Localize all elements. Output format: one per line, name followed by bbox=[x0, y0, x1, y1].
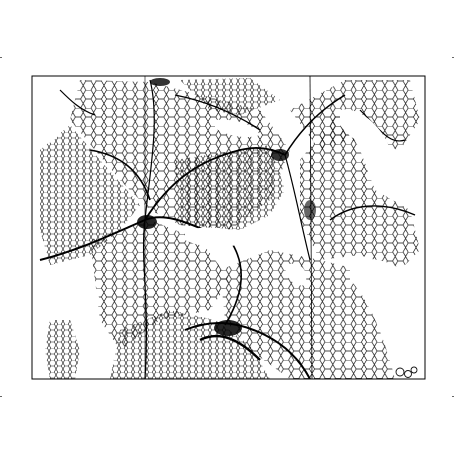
lattice-region bbox=[39, 76, 420, 379]
lattice-sheet bbox=[300, 110, 420, 270]
corner-tick bbox=[0, 396, 2, 397]
lattice-sheet bbox=[175, 145, 285, 230]
corner-tick bbox=[0, 57, 2, 58]
void-regions bbox=[40, 95, 420, 379]
figure-frame bbox=[31, 75, 426, 380]
corner-tick bbox=[452, 396, 454, 397]
lattice-sheet bbox=[40, 125, 140, 265]
ring-cluster bbox=[395, 366, 418, 378]
lattice-sheet bbox=[110, 310, 270, 379]
crumple-knots bbox=[137, 78, 316, 336]
corner-tick bbox=[452, 57, 454, 58]
lattice-sheet bbox=[90, 220, 230, 350]
lattice-sheet bbox=[180, 78, 280, 115]
lattice-sheet bbox=[45, 320, 80, 379]
